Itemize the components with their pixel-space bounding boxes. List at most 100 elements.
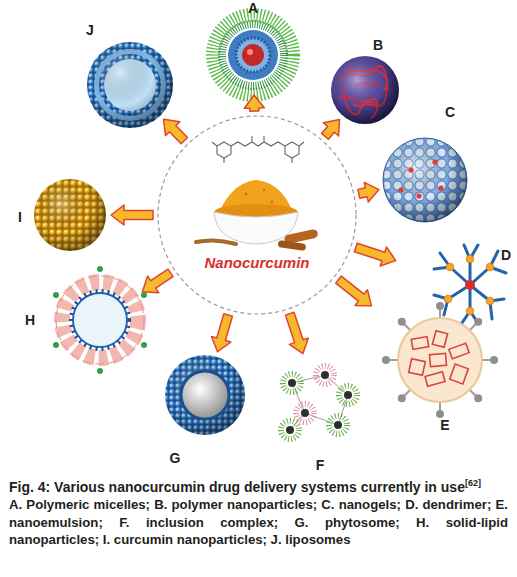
system-node: A	[209, 11, 297, 99]
system-letter: C	[390, 103, 510, 121]
system-node: J	[85, 40, 175, 130]
reference-number: [62]	[465, 478, 481, 488]
shading	[34, 179, 106, 251]
phospholipid-shell	[165, 355, 245, 435]
system-node: E	[394, 314, 486, 406]
drug-dot	[416, 193, 421, 198]
host-ring	[283, 374, 301, 392]
dendrimer-branches	[434, 245, 506, 323]
carbon-chain	[212, 136, 304, 163]
guest-molecule	[286, 426, 294, 434]
surfactant-ring	[71, 291, 129, 349]
surface-ligands	[386, 306, 494, 414]
benzene-ring	[217, 142, 231, 158]
wooden-spoon	[196, 240, 236, 244]
drug-crystals	[409, 331, 469, 386]
ligand-head	[398, 318, 406, 326]
host-rings	[281, 366, 357, 439]
targeting-ligand	[141, 292, 147, 298]
system-letter: A	[193, 0, 313, 17]
micelle-corona	[213, 15, 293, 95]
nanogel	[383, 138, 467, 222]
ligand-head	[436, 410, 444, 418]
polymeric-micelle	[213, 15, 293, 95]
targeting-ligand	[97, 368, 103, 374]
hub-outline	[157, 115, 357, 315]
ligand-heads	[382, 302, 498, 418]
emulsion-droplet	[398, 318, 482, 402]
micelle-chains	[222, 24, 284, 86]
key-text: A. Polymeric micelles; B. polymer nanopa…	[9, 496, 508, 549]
drug-crystal	[425, 372, 445, 386]
micelle-core	[236, 38, 270, 72]
block-arrow	[111, 205, 153, 225]
liposome	[87, 42, 173, 128]
drug-site	[466, 307, 474, 315]
block-arrow	[358, 182, 379, 202]
drug-site	[446, 263, 454, 271]
system-letter: I	[0, 208, 80, 226]
turmeric-root	[278, 240, 307, 251]
drug-sites	[444, 255, 494, 315]
particle-body	[34, 179, 106, 251]
nanoemulsion	[382, 302, 498, 418]
shading	[331, 56, 399, 124]
lipid-blob-outline	[56, 276, 144, 364]
phytosome	[165, 355, 245, 435]
dashed-ring	[158, 116, 356, 314]
guest-molecule	[301, 409, 309, 417]
system-letter: F	[260, 456, 380, 474]
ligand-head	[436, 302, 444, 310]
ligand-head	[474, 394, 482, 402]
block-arrow	[354, 243, 395, 266]
system-letter: E	[385, 416, 505, 434]
block-arrow	[322, 120, 340, 140]
host-ring	[339, 386, 357, 404]
highlight	[247, 49, 253, 55]
powder-speckle	[263, 189, 265, 191]
powder-speckle	[245, 193, 248, 196]
gel-network	[384, 139, 466, 221]
targeting-ligand	[53, 292, 59, 298]
drug-crystal	[409, 359, 426, 376]
system-letter: H	[0, 311, 90, 329]
drug-dot	[398, 187, 403, 192]
guest-molecules	[286, 371, 352, 434]
drug-site	[486, 297, 494, 305]
outer-leaflet	[87, 42, 173, 128]
caption-block: Fig. 4: Various nanocurcumin drug delive…	[9, 478, 508, 549]
system-letter: J	[30, 21, 150, 39]
lipid-blobs	[62, 282, 138, 358]
targeting-ligand	[141, 342, 147, 348]
hub-label: Nanocurcumin	[197, 254, 317, 272]
shading	[87, 42, 173, 128]
shading	[165, 355, 245, 435]
guest-molecule	[334, 421, 342, 429]
turmeric-bowl	[196, 180, 319, 251]
ligand-head	[382, 356, 390, 364]
host-ring	[281, 421, 299, 439]
particle-body	[331, 56, 399, 124]
targeting-ligand	[97, 266, 103, 272]
inclusion-complex	[281, 366, 357, 439]
drug-crystal	[411, 337, 428, 350]
ligand-head	[490, 356, 498, 364]
dendrimer	[434, 245, 506, 323]
system-node: B	[329, 54, 401, 126]
system-node: F	[280, 365, 360, 445]
system-letter: B	[318, 36, 438, 54]
drug-crystal	[450, 364, 469, 384]
benzene-ring	[285, 142, 299, 158]
system-node: D	[430, 245, 510, 325]
targeting-ligand	[53, 342, 59, 348]
block-arrow	[336, 276, 372, 306]
block-arrow	[164, 119, 188, 143]
solid-lipid-nanoparticle	[53, 266, 147, 374]
host-ring	[329, 416, 347, 434]
drug-site	[466, 255, 474, 263]
host-ring	[316, 366, 334, 384]
ligand-head	[474, 318, 482, 326]
system-node: G	[163, 353, 247, 437]
drug-crystal	[432, 331, 447, 348]
polymer-nanoparticle	[331, 56, 399, 124]
